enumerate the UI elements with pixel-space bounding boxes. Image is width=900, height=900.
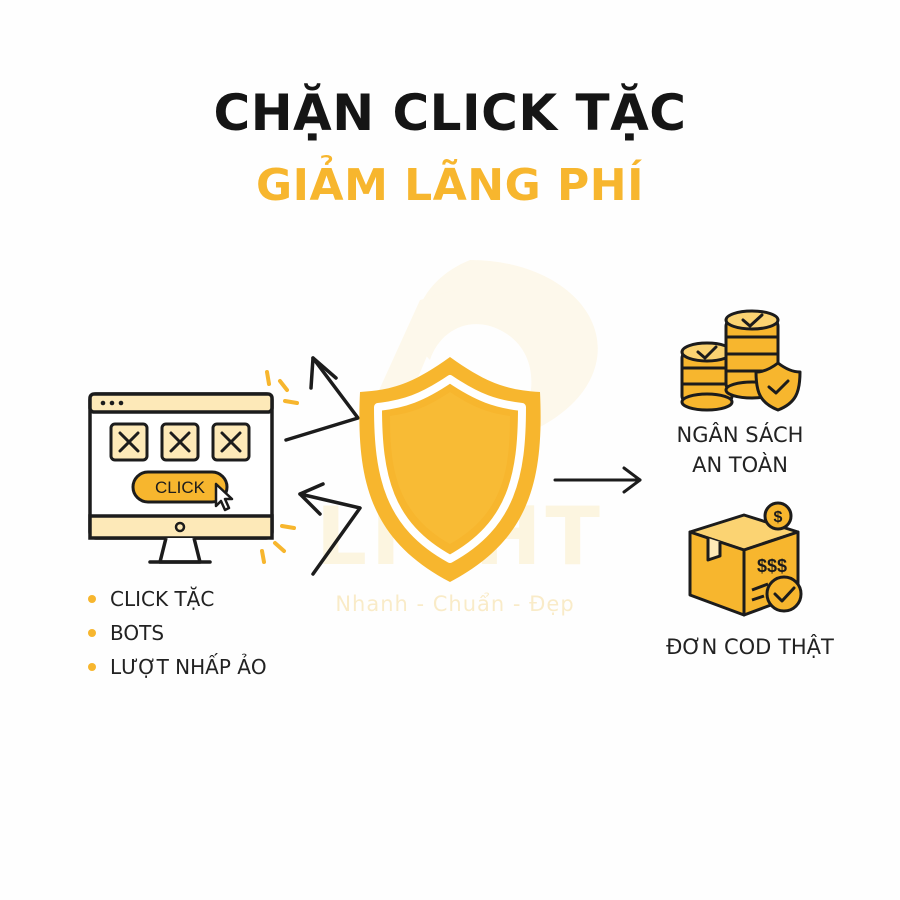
title-line-1: CHẶN CLICK TẶC [213,84,687,142]
click-button-label: CLICK [155,478,206,497]
package-label: $$$ [757,556,787,576]
x-box-3 [211,422,251,462]
title-line-2: GIẢM LÃNG PHÍ [256,160,644,211]
svg-text:$: $ [774,509,783,526]
budget-caption-line-2: AN TOÀN [692,453,788,477]
x-box-1 [109,422,149,462]
result-arrow [553,466,642,494]
click-button: CLICK [131,470,229,504]
watermark-logo-icon [370,260,598,440]
shield-icon [359,357,541,582]
deflect-arrow-down [298,482,362,576]
check-icon [765,575,803,613]
threat-list: CLICK TẶC BOTS LƯỢT NHẤP ẢO [88,584,267,686]
budget-caption: NGÂN SÁCH AN TOÀN [640,420,840,480]
spark-dashes [260,370,299,564]
dollar-icon: $ [763,501,793,531]
list-item: LƯỢT NHẤP ẢO [88,652,267,686]
cod-caption: ĐƠN COD THẬT [666,635,834,659]
list-item: CLICK TẶC [88,584,267,618]
budget-shield-icon [754,361,802,412]
budget-caption-line-1: NGÂN SÁCH [676,423,804,447]
deflect-arrow-up [284,356,360,442]
list-item: BOTS [88,618,267,652]
x-box-2 [160,422,200,462]
cursor-icon [214,482,234,512]
watermark-slogan: Nhanh - Chuẩn - Đẹp [335,592,575,616]
